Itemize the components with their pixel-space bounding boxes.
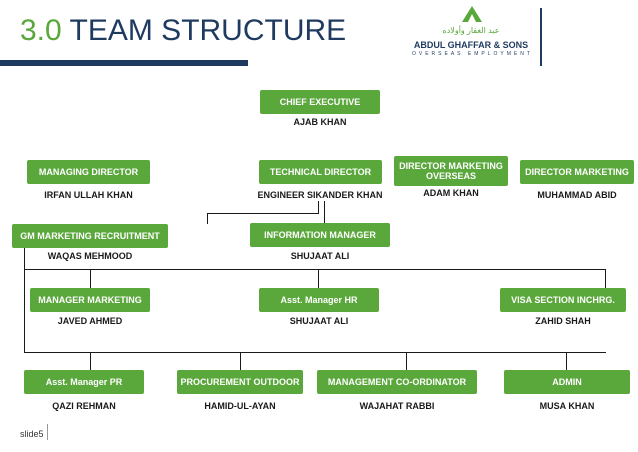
title-underline [0,60,248,66]
org-box-management-coordinator: MANAGEMENT CO-ORDINATOR [317,370,477,394]
company-logo: عبد الغفار وأولاده ABDUL GHAFFAR & SONS … [412,6,533,62]
logo-subtitle: OVERSEAS EMPLOYMENT [412,51,533,57]
logo-mark-icon [462,6,482,22]
org-box-admin: ADMIN [504,370,630,394]
connector-line [566,352,567,370]
connector-line [24,352,606,353]
org-name-chief-executive: AJAB KHAN [293,117,347,127]
connector-line [24,269,606,270]
org-box-chief-executive: CHIEF EXECUTIVE [260,90,380,114]
logo-arabic-text: عبد الغفار وأولاده [442,26,500,35]
org-box-manager-marketing: MANAGER MARKETING [30,288,150,312]
org-name-information-manager: SHUJAAT ALI [290,251,350,261]
page-title: 3.0 TEAM STRUCTURE [20,14,346,48]
org-box-asst-manager-pr: Asst. Manager PR [24,370,144,394]
org-name-management-coordinator: WAJAHAT RABBI [359,401,435,411]
org-name-manager-marketing: JAVED AHMED [57,316,123,326]
connector-line [90,352,91,370]
logo-name: ABDUL GHAFFAR & SONS [413,40,529,50]
connector-line [240,352,241,370]
org-name-director-marketing-overseas: ADAM KHAN [423,188,479,198]
org-name-visa-section-incharge: ZAHID SHAH [535,316,591,326]
org-box-gm-marketing-recruitment: GM MARKETING RECRUITMENT [12,224,168,248]
title-text: TEAM STRUCTURE [69,14,347,47]
org-name-managing-director: IRFAN ULLAH KHAN [44,190,133,200]
org-box-director-marketing-overseas: DIRECTOR MARKETING OVERSEAS [394,156,508,186]
connector-line [207,213,319,214]
connector-line [318,269,319,288]
connector-line [24,245,25,353]
org-box-technical-director: TECHNICAL DIRECTOR [259,160,382,184]
connector-line [605,269,606,288]
title-number: 3.0 [20,14,62,47]
footer-divider [47,424,48,440]
org-box-visa-section-incharge: VISA SECTION INCHRG. [500,288,626,312]
header-divider [540,8,542,66]
org-name-technical-director: ENGINEER SIKANDER KHAN [257,190,383,200]
org-name-director-marketing: MUHAMMAD ABID [537,190,617,200]
org-box-director-marketing: DIRECTOR MARKETING [520,160,634,184]
org-box-managing-director: MANAGING DIRECTOR [27,160,150,184]
connector-line [318,201,319,214]
org-name-gm-marketing-recruitment: WAQAS MEHMOOD [47,251,133,261]
connector-line [90,269,91,288]
org-box-asst-manager-hr: Asst. Manager HR [259,288,379,312]
connector-line [207,213,208,224]
connector-line [406,352,407,370]
slide-number: slide5 [20,429,44,439]
org-box-procurement-outdoor: PROCUREMENT OUTDOOR [177,370,303,394]
org-name-asst-manager-pr: QAZI REHMAN [52,401,116,411]
connector-line [324,201,325,223]
org-name-asst-manager-hr: SHUJAAT ALI [289,316,349,326]
org-box-information-manager: INFORMATION MANAGER [250,223,390,247]
org-name-admin: MUSA KHAN [539,401,595,411]
org-name-procurement-outdoor: HAMID-UL-AYAN [204,401,276,411]
